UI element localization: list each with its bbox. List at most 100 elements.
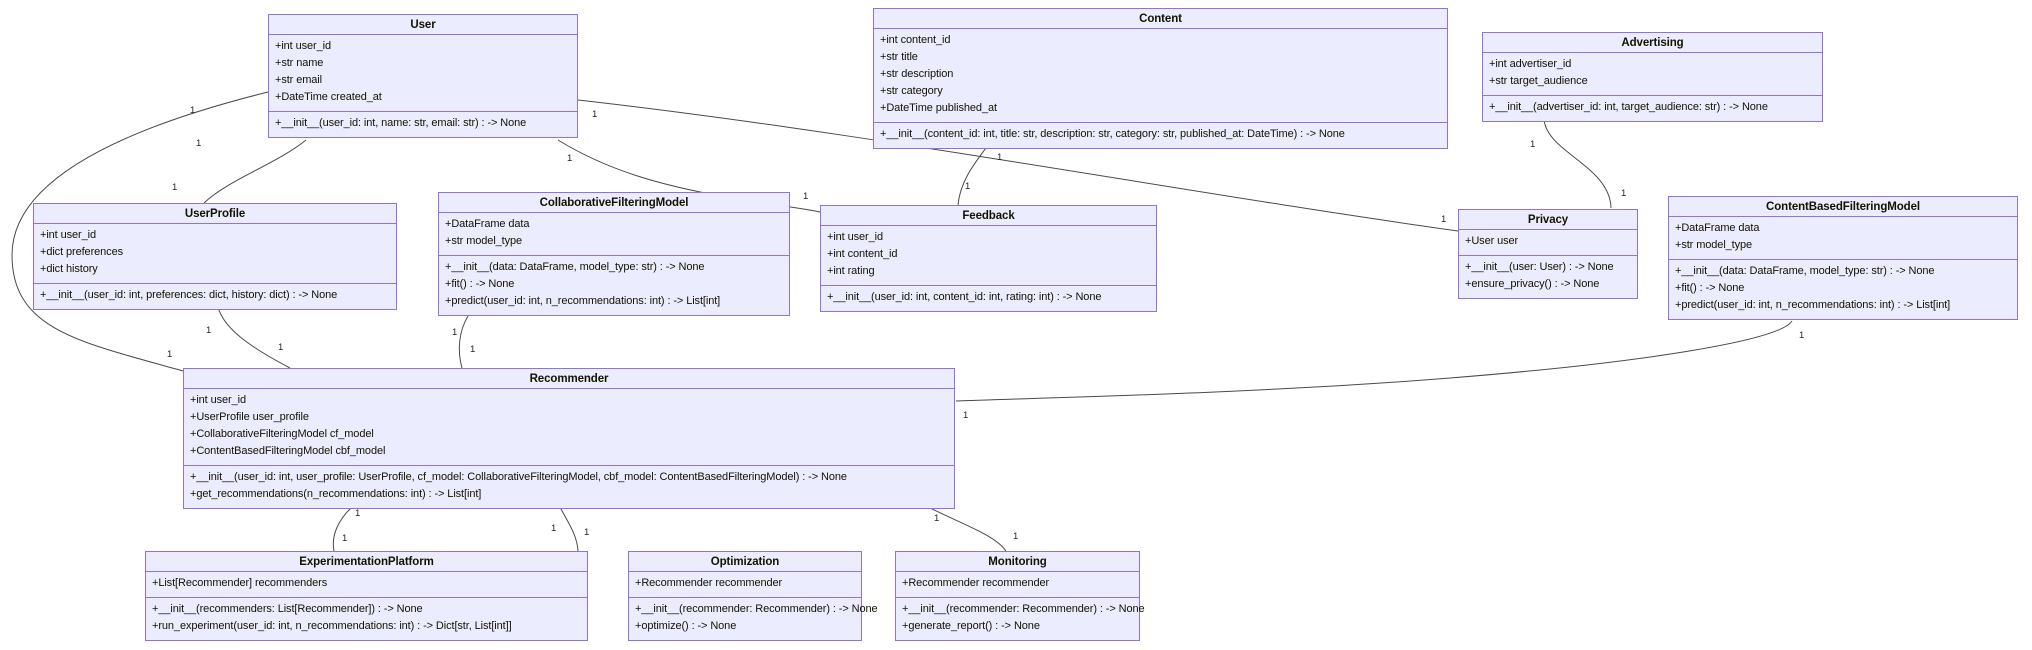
method-row: +__init__(advertiser_id: int, target_aud… [1489,101,1768,113]
multiplicity-label: 1 [470,344,475,355]
multiplicity-label: 1 [963,410,968,421]
method-row: +predict(user_id: int, n_recommendations… [1675,299,1951,311]
edge-cbfmodel-recommender [955,320,1793,402]
multiplicity-label: 1 [551,523,556,534]
attribute-row: +int user_id [40,229,96,241]
class-privacy: Privacy +User user +__init__(user: User)… [1458,209,1638,299]
class-userprofile: UserProfile +int user_id +dict preferenc… [33,203,397,310]
method-row: +predict(user_id: int, n_recommendations… [445,295,721,307]
method-row: +__init__(recommender: Recommender) : ->… [902,603,1145,615]
method-row: +__init__(data: DataFrame, model_type: s… [445,261,705,273]
edge-recommender-experimentationplatform [332,506,353,552]
attributes-section: +int user_id +str name +str email +DateT… [269,34,577,111]
attributes-section: +int user_id +UserProfile user_profile +… [184,388,954,465]
class-recommender: Recommender +int user_id +UserProfile us… [183,368,955,509]
attributes-section: +int user_id +int content_id +int rating [821,225,1156,285]
edge-user-recommender [11,91,269,372]
class-optimization: Optimization +Recommender recommender +_… [628,551,878,641]
class-title: Advertising [1621,37,1684,49]
methods-section: +__init__(recommender: Recommender) : ->… [896,597,1145,640]
attributes-section: +int user_id +dict preferences +dict his… [34,223,396,283]
method-row: +__init__(user_id: int, content_id: int,… [827,291,1102,303]
attributes-section: +DataFrame data +str model_type [1669,216,2017,259]
attribute-row: +str email [275,74,322,86]
attribute-row: +DataFrame data [1675,222,1760,234]
attribute-row: +int content_id [880,34,951,46]
attribute-row: +int rating [827,265,875,277]
multiplicity-label: 1 [452,327,457,338]
multiplicity-label: 1 [584,527,589,538]
attributes-section: +Recommender recommender [629,571,861,597]
attribute-row: +str description [880,68,954,80]
methods-section: +__init__(content_id: int, title: str, d… [874,122,1447,148]
class-title: Content [1139,13,1182,25]
method-row: +__init__(recommenders: List[Recommender… [152,603,423,615]
attribute-row: +int content_id [827,248,898,260]
attributes-section: +int advertiser_id +str target_audience [1483,52,1822,95]
attribute-row: +int user_id [275,40,331,52]
attribute-row: +int user_id [190,394,246,406]
edge-content-feedback [957,147,987,206]
multiplicity-label: 1 [206,325,211,336]
multiplicity-label: 1 [196,138,201,149]
attribute-row: +dict preferences [40,246,123,258]
method-row: +__init__(user_id: int, name: str, email… [275,117,527,129]
multiplicity-label: 1 [965,181,970,192]
attribute-row: +DateTime published_at [880,102,997,114]
class-title: UserProfile [184,208,246,220]
attribute-row: +CollaborativeFilteringModel cf_model [190,428,374,440]
edge-userprofile-recommender [217,306,291,369]
class-title: ExperimentationPlatform [299,556,434,568]
attributes-section: +User user [1459,229,1637,255]
multiplicity-label: 1 [1441,214,1446,225]
attributes-section: +List[Recommender] recommenders [146,571,587,597]
method-row: +__init__(user_id: int, preferences: dic… [40,289,338,301]
class-monitoring: Monitoring +Recommender recommender +__i… [895,551,1145,641]
class-feedback: Feedback +int user_id +int content_id +i… [820,205,1157,312]
multiplicity-label: 1 [592,109,597,120]
edge-cfmodel-recommender [458,315,469,369]
class-content: Content +int content_id +str title +str … [873,8,1448,149]
class-experimentationplatform: ExperimentationPlatform +List[Recommende… [145,551,588,641]
attribute-row: +UserProfile user_profile [190,411,309,423]
attribute-row: +List[Recommender] recommenders [152,577,328,589]
methods-section: +__init__(recommenders: List[Recommender… [146,597,587,640]
methods-section: +__init__(data: DataFrame, model_type: s… [1669,259,2017,319]
multiplicity-label: 1 [342,533,347,544]
attributes-section: +DataFrame data +str model_type [439,212,789,255]
class-title: Privacy [1527,214,1569,226]
multiplicity-label: 1 [190,105,195,116]
attribute-row: +str name [275,57,324,69]
multiplicity-label: 1 [934,513,939,524]
edge-advertising-privacy [1543,118,1612,209]
methods-section: +__init__(recommender: Recommender) : ->… [629,597,878,640]
multiplicity-label: 1 [997,152,1002,163]
attribute-row: +Recommender recommender [635,577,783,589]
method-row: +generate_report() : -> None [902,620,1040,632]
attribute-row: +dict history [40,263,98,275]
methods-section: +__init__(advertiser_id: int, target_aud… [1483,95,1822,121]
edge-recommender-monitoring [927,506,1007,552]
class-title: User [410,19,436,31]
methods-section: +__init__(user_id: int, user_profile: Us… [184,465,954,508]
attribute-row: +str model_type [1675,239,1753,251]
method-row: +fit() : -> None [445,278,515,290]
multiplicity-label: 1 [567,153,572,164]
edge-recommender-optimization [559,506,579,552]
class-title: CollaborativeFilteringModel [539,197,689,209]
attribute-row: +int user_id [827,231,883,243]
class-collaborativefilteringmodel: CollaborativeFilteringModel +DataFrame d… [438,192,790,316]
attribute-row: +DataFrame data [445,218,530,230]
class-user: User +int user_id +str name +str email +… [268,14,578,138]
class-title: ContentBasedFilteringModel [1766,201,1920,213]
class-title: Recommender [529,373,609,385]
edge-user-userprofile [203,139,307,204]
method-row: +fit() : -> None [1675,282,1745,294]
class-title: Feedback [962,210,1015,222]
attributes-section: +Recommender recommender [896,571,1139,597]
methods-section: +__init__(data: DataFrame, model_type: s… [439,255,789,315]
method-row: +run_experiment(user_id: int, n_recommen… [152,620,512,632]
attribute-row: +str title [880,51,918,63]
multiplicity-label: 1 [278,342,283,353]
